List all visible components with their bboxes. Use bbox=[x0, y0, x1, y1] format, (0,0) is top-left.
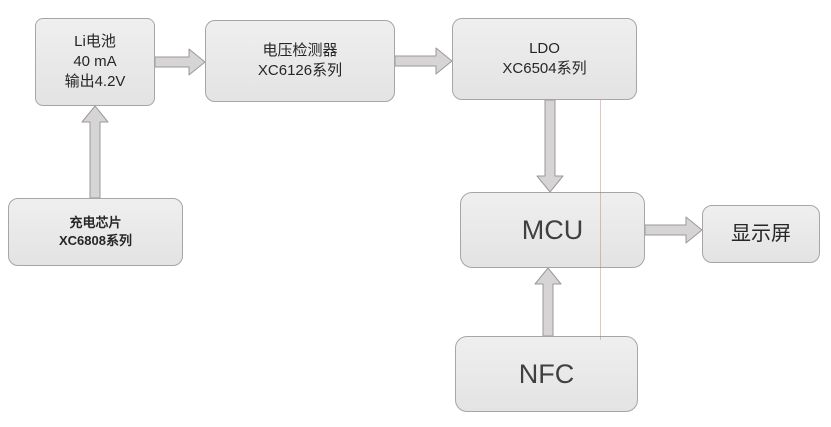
voltage-detector-label-line2: XC6126系列 bbox=[257, 62, 343, 79]
node-ldo: LDO XC6504系列 bbox=[452, 18, 637, 100]
arrow-nfc-to-mcu bbox=[534, 268, 562, 336]
battery-label-line3: 输出4.2V bbox=[64, 73, 126, 91]
arrow-mcu-to-display bbox=[645, 216, 702, 244]
node-voltage-detector: 电压检测器 XC6126系列 bbox=[205, 20, 395, 102]
node-nfc: NFC bbox=[455, 336, 638, 412]
arrow-battery-to-voltage-detector bbox=[155, 48, 205, 76]
charger-label-line2: XC6808系列 bbox=[59, 233, 132, 248]
charger-label-line1: 充电芯片 bbox=[69, 215, 122, 231]
node-display: 显示屏 bbox=[702, 205, 820, 263]
accent-guide-line bbox=[600, 100, 601, 340]
node-mcu: MCU bbox=[460, 192, 645, 268]
ldo-label-line2: XC6504系列 bbox=[502, 60, 587, 77]
arrow-ldo-to-mcu bbox=[536, 100, 564, 192]
display-label: 显示屏 bbox=[731, 222, 791, 245]
node-li-battery: Li电池 40 mA 输出4.2V bbox=[35, 18, 155, 106]
nfc-label: NFC bbox=[518, 358, 575, 389]
node-charger-chip: 充电芯片 XC6808系列 bbox=[8, 198, 183, 266]
ldo-label-line1: LDO bbox=[529, 39, 560, 57]
arrow-charger-to-battery bbox=[81, 106, 109, 198]
battery-label-line1: Li电池 bbox=[74, 32, 116, 50]
arrow-voltage-detector-to-ldo bbox=[395, 47, 452, 75]
battery-label-line2: 40 mA bbox=[73, 52, 117, 70]
mcu-label: MCU bbox=[521, 214, 584, 245]
voltage-detector-label-line1: 电压检测器 bbox=[262, 41, 338, 59]
